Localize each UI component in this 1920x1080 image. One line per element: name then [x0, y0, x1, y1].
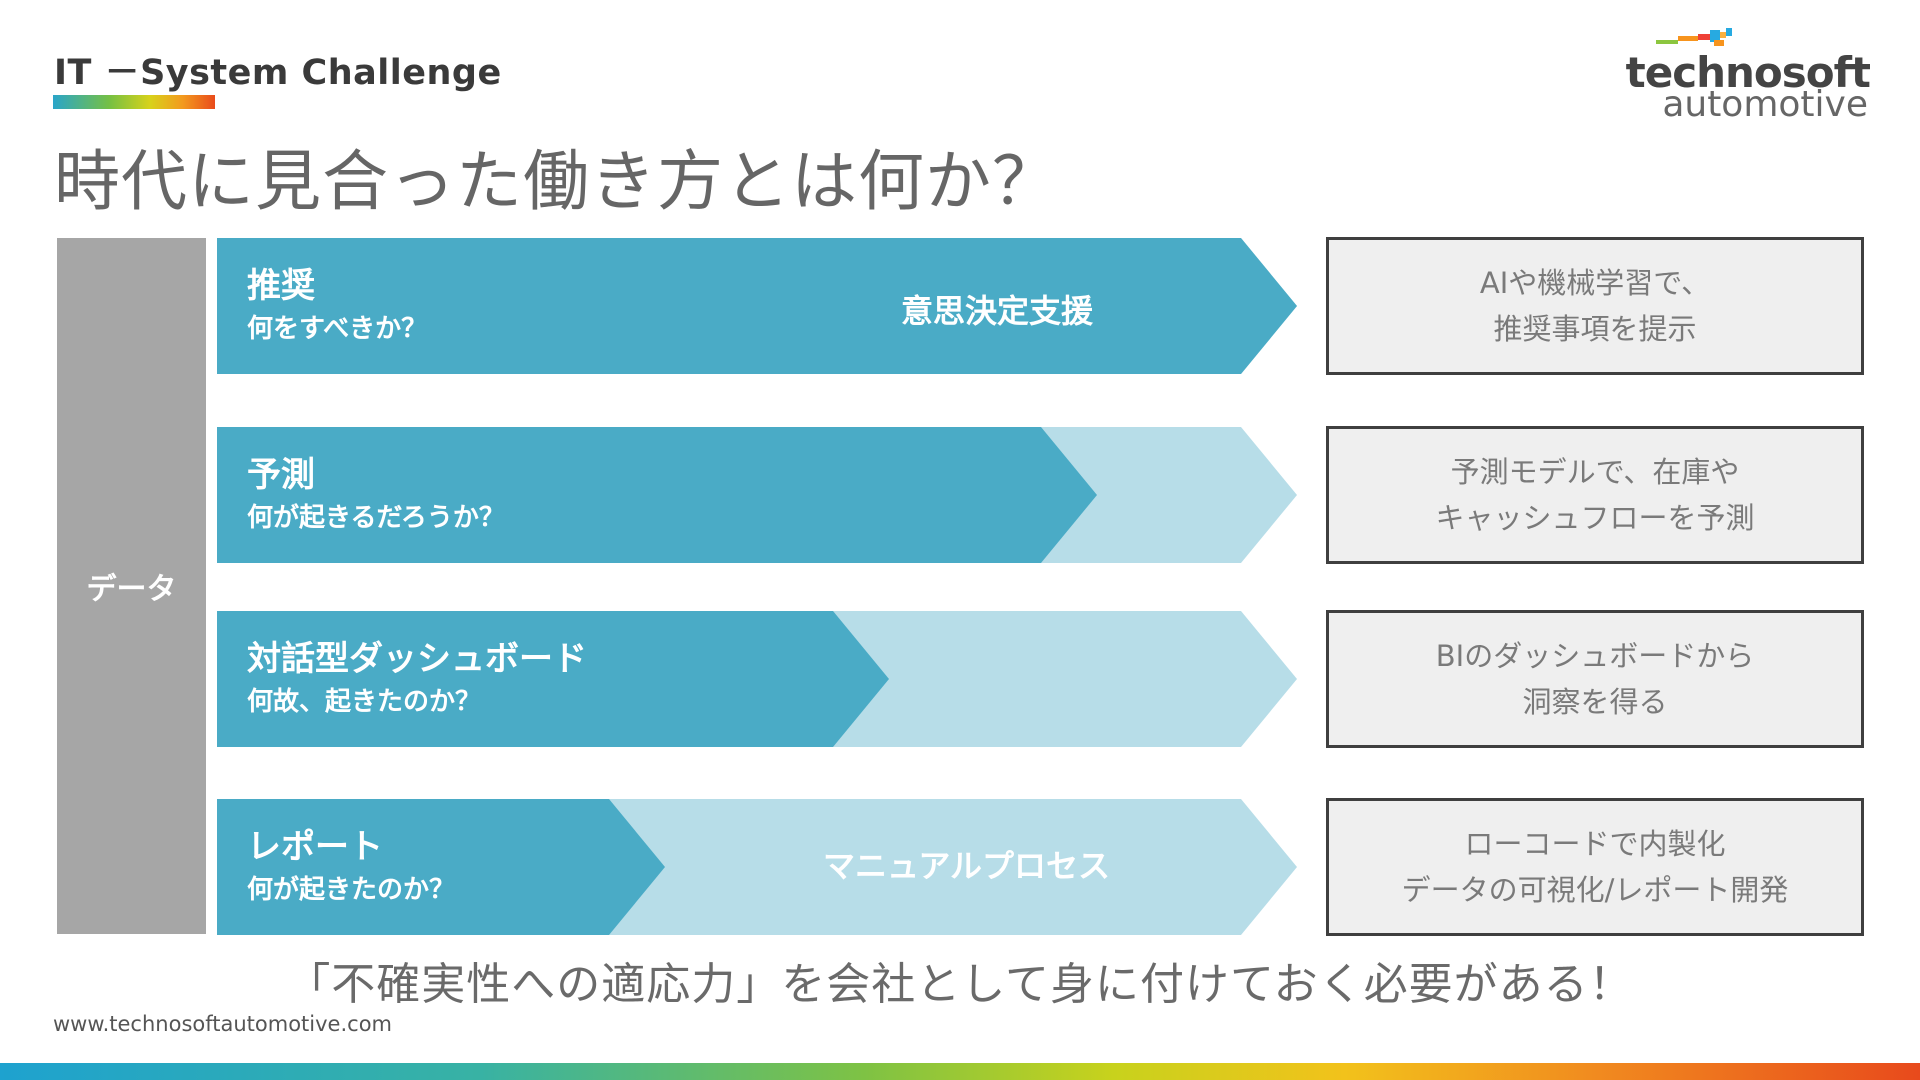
box-line: ローコードで内製化	[1464, 827, 1726, 861]
box-line: 予測モデルで、在庫や	[1450, 455, 1740, 489]
row-title: 予測	[247, 455, 315, 495]
row-subtitle: 何が起きるだろうか？	[247, 503, 505, 533]
row-arrow-graphic	[217, 427, 1297, 563]
row-arrow-graphic	[217, 238, 1297, 374]
data-column: データ	[57, 238, 206, 934]
box-line: データの可視化/レポート開発	[1401, 873, 1789, 907]
box-line: BIのダッシュボードから	[1435, 639, 1755, 673]
row-arrow-graphic	[217, 799, 1297, 935]
row-recommendation: 推奨 何をすべきか？ 意思決定支援	[217, 238, 1297, 374]
row-subtitle: 何故、起きたのか？	[247, 687, 482, 717]
box-line: キャッシュフローを予測	[1435, 501, 1755, 535]
description-box-recommendation: AIや機械学習で、 推奨事項を提示	[1326, 237, 1864, 375]
row-title: 対話型ダッシュボード	[247, 639, 587, 679]
website-url: www.technosoftautomotive.com	[53, 1012, 392, 1036]
section-title: IT －System Challenge	[54, 53, 502, 93]
row-prediction: 予測 何が起きるだろうか？	[217, 427, 1297, 563]
row-subtitle: 何が起きたのか？	[247, 875, 456, 905]
row-title: 推奨	[247, 266, 315, 306]
description-box-dashboard: BIのダッシュボードから 洞察を得る	[1326, 610, 1864, 748]
logo-mark-icon	[1656, 28, 1732, 46]
description-box-prediction: 予測モデルで、在庫や キャッシュフローを予測	[1326, 426, 1864, 564]
technosoft-logo: technosoft automotive	[1626, 28, 1880, 125]
row-arrow-graphic	[217, 611, 1297, 747]
arrow-fill	[217, 427, 1097, 563]
row-interactive-dashboard: 対話型ダッシュボード 何故、起きたのか？	[217, 611, 1297, 747]
data-column-label: データ	[86, 572, 177, 607]
description-box-report: ローコードで内製化 データの可視化/レポート開発	[1326, 798, 1864, 936]
arrow-fill	[217, 799, 665, 935]
row-center-label: 意思決定支援	[901, 292, 1094, 330]
row-title: レポート	[247, 827, 383, 867]
logo-text-automotive: automotive	[1662, 84, 1868, 125]
footer-gradient-bar	[0, 1063, 1920, 1080]
arrow-fill	[217, 238, 1297, 374]
row-report: レポート 何が起きたのか？ マニュアルプロセス	[217, 799, 1297, 935]
box-line: 洞察を得る	[1522, 685, 1668, 719]
arrow-fill	[217, 611, 889, 747]
box-line: AIや機械学習で、	[1479, 266, 1711, 300]
row-center-label: マニュアルプロセス	[823, 847, 1111, 885]
page-headline: 時代に見合った働き方とは何か？	[54, 143, 1059, 220]
box-line: 推奨事項を提示	[1493, 312, 1697, 346]
logo-text-technosoft: technosoft	[1625, 48, 1871, 97]
row-subtitle: 何をすべきか？	[247, 314, 428, 344]
title-underline-gradient	[53, 95, 215, 109]
conclusion-message: 「不確実性への適応力」を会社として身に付けておく必要がある！	[286, 959, 1634, 1010]
